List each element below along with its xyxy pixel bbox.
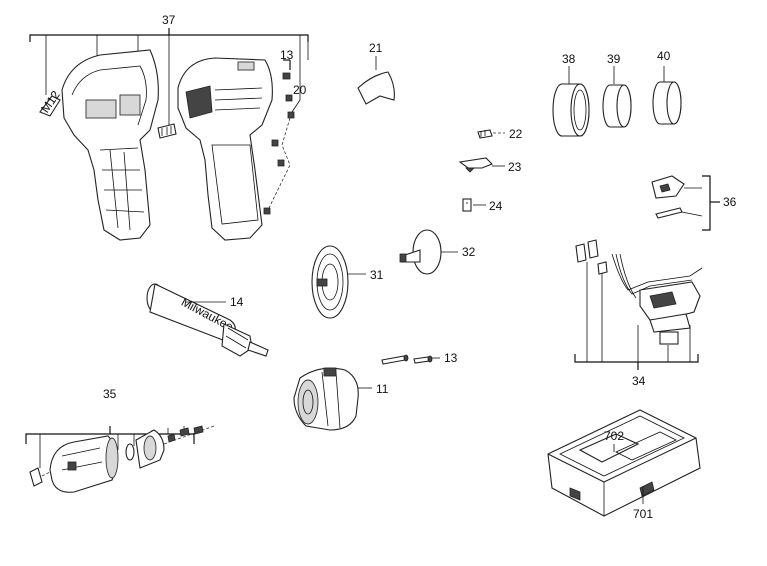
label-36: 36: [723, 195, 737, 209]
part-number-labels: 37 13 20 21 38 39 40 22 23 24 36 32 31 1…: [103, 13, 737, 521]
part-14-side-handle: Milwaukee: [146, 283, 269, 357]
label-38: 38: [562, 52, 576, 66]
part-13-20-screws: [263, 59, 301, 215]
part-13-screws-pair: [381, 354, 440, 365]
part-31-disc: [311, 245, 366, 319]
label-13-bottom: 13: [444, 351, 458, 365]
label-702: 702: [604, 429, 624, 443]
label-23: 23: [508, 160, 522, 174]
label-20: 20: [293, 83, 307, 97]
part-32-backing: [399, 229, 458, 275]
parts-38-39-40-rings: [552, 66, 682, 137]
part-11-gear-case: [293, 367, 372, 431]
label-37: 37: [162, 13, 176, 27]
label-35: 35: [103, 387, 117, 401]
label-39: 39: [607, 52, 621, 66]
part-701-702-carry-case: [547, 409, 701, 517]
label-40: 40: [657, 49, 671, 63]
label-31: 31: [370, 268, 384, 282]
label-22: 22: [509, 127, 523, 141]
parts-22-23-24-small: [458, 129, 505, 212]
label-32: 32: [462, 245, 476, 259]
part-35-motor: [25, 425, 215, 493]
label-21: 21: [369, 41, 383, 55]
part-37-housing: M12: [29, 28, 309, 241]
label-14: 14: [230, 295, 244, 309]
part-34-switch-assembly: [574, 239, 703, 370]
label-701: 701: [633, 507, 653, 521]
label-11: 11: [376, 382, 389, 396]
label-13-top: 13: [280, 48, 294, 62]
part-21: [357, 56, 395, 105]
part-36-switch-parts: [651, 175, 720, 231]
label-34: 34: [632, 374, 646, 388]
label-24: 24: [489, 199, 503, 213]
